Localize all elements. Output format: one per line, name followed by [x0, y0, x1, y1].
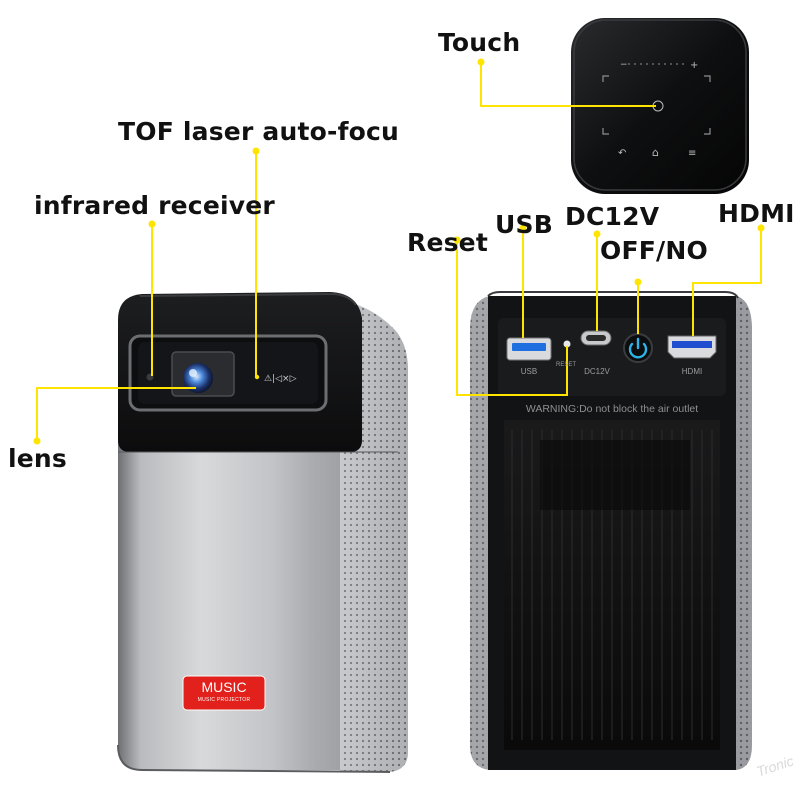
label-tof-laser-autofocus: TOF laser auto-focu: [118, 117, 400, 146]
music-badge-subtext: MUSIC PROJECTOR: [197, 697, 251, 703]
label-reset: Reset: [407, 228, 488, 257]
back-projector: [470, 291, 752, 770]
callout-lines: [36, 62, 762, 441]
label-off-no: OFF/NO: [600, 236, 708, 265]
label-hdmi: HDMI: [718, 199, 795, 228]
air-outlet-warning: WARNING:Do not block the air outlet: [525, 403, 699, 415]
reset-hole: [563, 340, 571, 348]
svg-text:⌂: ⌂: [652, 146, 659, 159]
usb-port-label: USB: [520, 367, 538, 376]
label-dc12v: DC12V: [565, 202, 660, 231]
callout-endpoints: [33, 58, 765, 445]
music-badge-text: MUSIC: [201, 679, 247, 695]
svg-text:−: −: [620, 60, 628, 70]
svg-text:↶: ↶: [618, 148, 626, 159]
music-badge: [182, 675, 266, 711]
power-button: [623, 333, 653, 363]
hdmi-port: [667, 335, 717, 359]
svg-text:+: +: [690, 60, 698, 71]
label-touch: Touch: [438, 28, 521, 57]
label-infrared-receiver: infrared receiver: [34, 191, 275, 220]
label-lens: lens: [8, 444, 68, 473]
hdmi-port-label: HDMI: [681, 367, 703, 376]
svg-text:⚠|◁×▷: ⚠|◁×▷: [264, 374, 297, 384]
dc12v-port-label: DC12V: [584, 367, 610, 376]
dc12v-port: [580, 330, 612, 346]
label-usb: USB: [495, 210, 553, 239]
svg-text:≡: ≡: [688, 148, 696, 159]
reset-port-label: RESET: [555, 362, 576, 368]
usb-port: [506, 337, 552, 361]
